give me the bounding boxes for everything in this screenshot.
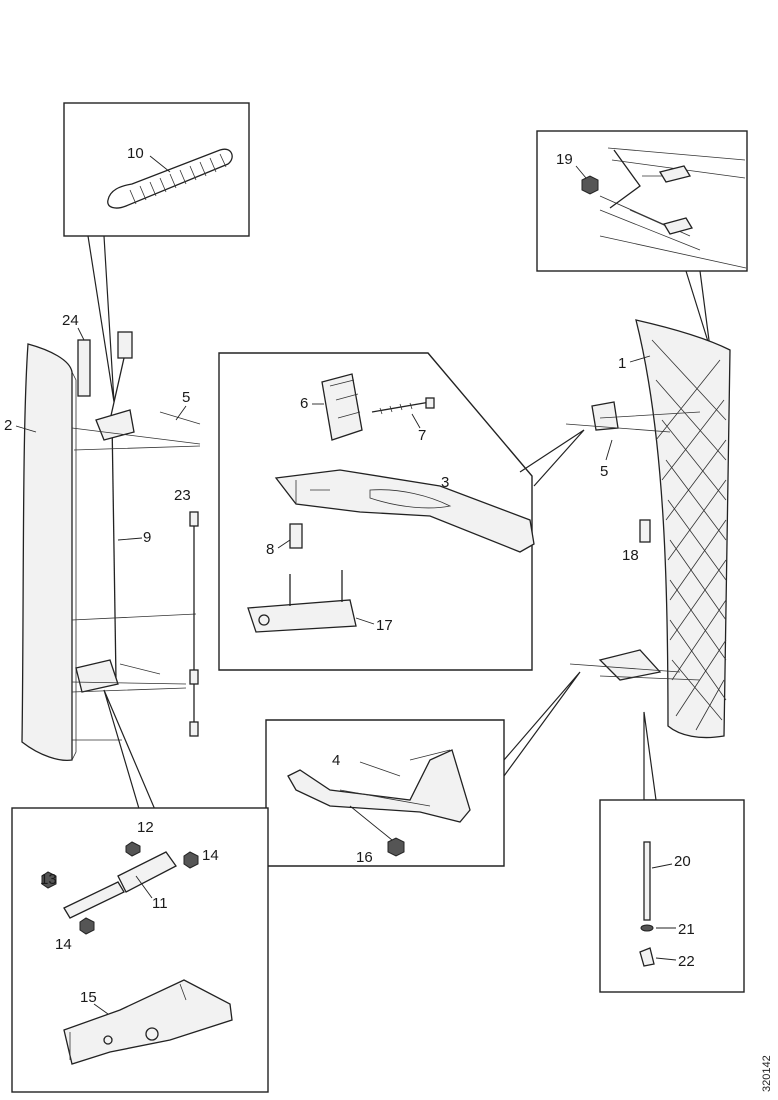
detail-box-upper-mount: 19 bbox=[536, 130, 748, 272]
label-11: 11 bbox=[152, 895, 168, 912]
label-5-right: 5 bbox=[600, 463, 608, 480]
bracket-17: 17 bbox=[247, 570, 393, 634]
nut-16: 16 bbox=[349, 805, 405, 866]
block-6: 6 bbox=[300, 373, 363, 441]
side-panel-2: 2 bbox=[4, 343, 77, 762]
label-1: 1 bbox=[618, 355, 626, 372]
callout-lower-left bbox=[103, 689, 157, 813]
callout-hinge bbox=[519, 429, 585, 487]
detail-box-hinge: 6 7 3 8 17 bbox=[218, 352, 535, 671]
gas-strut-11: 11 bbox=[63, 851, 177, 919]
clip-18: 18 bbox=[622, 519, 651, 564]
right-upper-hinge: 5 bbox=[565, 401, 701, 480]
rod-23: 23 bbox=[174, 487, 199, 737]
bolt-7: 7 bbox=[371, 397, 435, 444]
label-2: 2 bbox=[4, 417, 12, 434]
lattice-panel-1: 1 bbox=[618, 319, 731, 739]
right-lower-hinge bbox=[569, 649, 701, 681]
callout-arm bbox=[503, 671, 581, 777]
label-14-right: 14 bbox=[202, 847, 219, 864]
label-7: 7 bbox=[418, 427, 426, 444]
reference-number-text: 320142 bbox=[761, 1055, 773, 1092]
label-23: 23 bbox=[174, 487, 191, 504]
label-14-left: 14 bbox=[55, 936, 72, 953]
label-17: 17 bbox=[376, 617, 393, 634]
detail-box-pin: 20 21 22 bbox=[599, 799, 745, 993]
label-24: 24 bbox=[62, 312, 79, 329]
label-13: 13 bbox=[40, 871, 57, 888]
detail-box-gas-strut: 11 12 13 14 14 15 bbox=[11, 807, 269, 1093]
label-9: 9 bbox=[143, 529, 151, 546]
washer-21: 21 bbox=[640, 921, 695, 938]
clip-24: 24 bbox=[62, 312, 91, 397]
label-3: 3 bbox=[441, 474, 449, 491]
detail-box-spring: 10 bbox=[63, 102, 250, 237]
label-5-left: 5 bbox=[182, 389, 190, 406]
arm-3: 3 bbox=[274, 469, 535, 553]
nut-12: 12 bbox=[125, 819, 154, 857]
nut-14-left: 14 bbox=[55, 917, 95, 953]
label-18: 18 bbox=[622, 547, 639, 564]
label-4: 4 bbox=[332, 752, 340, 769]
label-21: 21 bbox=[678, 921, 695, 938]
callout-spring bbox=[87, 235, 115, 403]
label-15: 15 bbox=[80, 989, 97, 1006]
clip-22: 22 bbox=[639, 947, 695, 970]
strut-assembly-9: 9 bbox=[71, 331, 201, 741]
label-6: 6 bbox=[300, 395, 308, 412]
label-20: 20 bbox=[674, 853, 691, 870]
bracket-15: 15 bbox=[63, 979, 233, 1065]
rod-20: 20 bbox=[643, 841, 691, 921]
label-19: 19 bbox=[556, 151, 573, 168]
nut-19 bbox=[581, 175, 599, 195]
spring-part bbox=[107, 148, 233, 209]
label-10: 10 bbox=[127, 145, 144, 162]
pin-8: 8 bbox=[266, 523, 303, 558]
callout-rod bbox=[643, 711, 657, 801]
nut-13: 13 bbox=[40, 871, 57, 889]
label-22: 22 bbox=[678, 953, 695, 970]
nut-14-right: 14 bbox=[183, 847, 219, 869]
arm-4: 4 bbox=[287, 749, 471, 823]
label-8: 8 bbox=[266, 541, 274, 558]
label-12: 12 bbox=[137, 819, 154, 836]
label-16: 16 bbox=[356, 849, 373, 866]
detail-box-arm: 4 16 bbox=[265, 719, 505, 867]
